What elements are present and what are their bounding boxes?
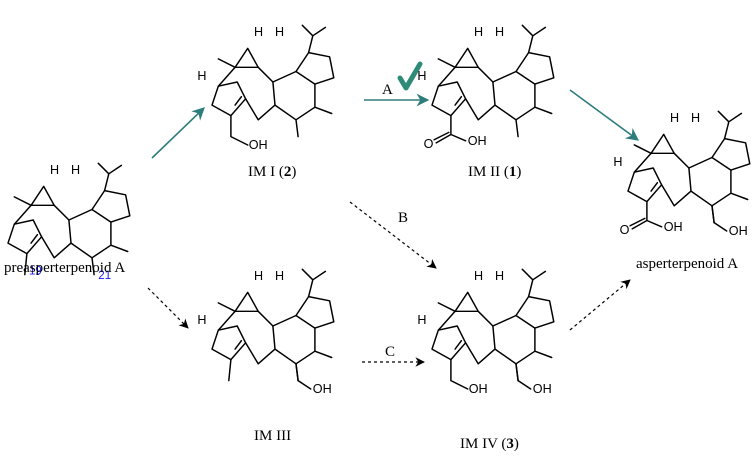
atom-h-1: H xyxy=(670,111,679,125)
structure-im4: H H H OH OH xyxy=(417,268,555,396)
arrow-pre-to-im3 xyxy=(147,287,189,329)
arrow-im4-to-asperterpenoid xyxy=(569,279,631,331)
atom-oh-1: OH xyxy=(664,220,683,234)
atom-h-1: H xyxy=(474,269,483,283)
atom-h-1: H xyxy=(254,25,263,39)
arrow-step-b xyxy=(349,201,437,269)
atom-h-2: H xyxy=(495,269,504,283)
label-step-a: A xyxy=(382,82,393,98)
label-step-c: C xyxy=(385,344,395,360)
structure-asperterpenoid-a: H H H O OH OH xyxy=(613,110,751,238)
label-im4: IM IV (3) xyxy=(460,436,519,452)
atom-h-2: H xyxy=(495,25,504,39)
check-icon xyxy=(397,61,423,91)
structure-im3: H H H OH xyxy=(197,268,335,396)
atom-h-3: H xyxy=(197,313,206,327)
atom-h-2: H xyxy=(71,163,80,177)
atom-oh-2: OH xyxy=(729,224,748,238)
atom-h-3: H xyxy=(197,69,206,83)
structure-im2: H H H O OH xyxy=(417,24,555,151)
structure-preasperterpenoid-a: H H 19 21 xyxy=(7,162,131,282)
atom-h-1: H xyxy=(50,163,59,177)
arrow-pre-to-im1 xyxy=(151,107,205,159)
structure-im1: H H H OH xyxy=(197,24,335,152)
atom-h-2: H xyxy=(691,111,700,125)
atom-h-3: H xyxy=(417,313,426,327)
atom-oh: OH xyxy=(313,382,332,396)
atom-h-2: H xyxy=(275,269,284,283)
atom-h-1: H xyxy=(254,269,263,283)
label-preasperterpenoid-a: preasperterpenoid A xyxy=(4,260,125,276)
carbon-number-21: 21 xyxy=(98,270,111,282)
atom-h-1: H xyxy=(474,25,483,39)
label-step-b: B xyxy=(398,210,408,226)
atom-oh: OH xyxy=(249,138,268,152)
label-im3: IM III xyxy=(254,428,291,444)
atom-oh-1: OH xyxy=(469,382,488,396)
label-asperterpenoid-a: asperterpenoid A xyxy=(636,256,738,272)
label-im2: IM II (1) xyxy=(468,164,521,180)
atom-o: O xyxy=(424,137,434,151)
atom-oh: OH xyxy=(468,134,487,148)
atom-h-2: H xyxy=(275,25,284,39)
label-im1: IM I (2) xyxy=(248,164,296,180)
carbon-number-19: 19 xyxy=(29,266,42,278)
atom-o: O xyxy=(620,223,630,237)
atom-oh-2: OH xyxy=(533,382,552,396)
atom-h-3: H xyxy=(613,155,622,169)
arrow-im2-to-asperterpenoid xyxy=(569,89,640,141)
atom-h-3: H xyxy=(417,69,426,83)
